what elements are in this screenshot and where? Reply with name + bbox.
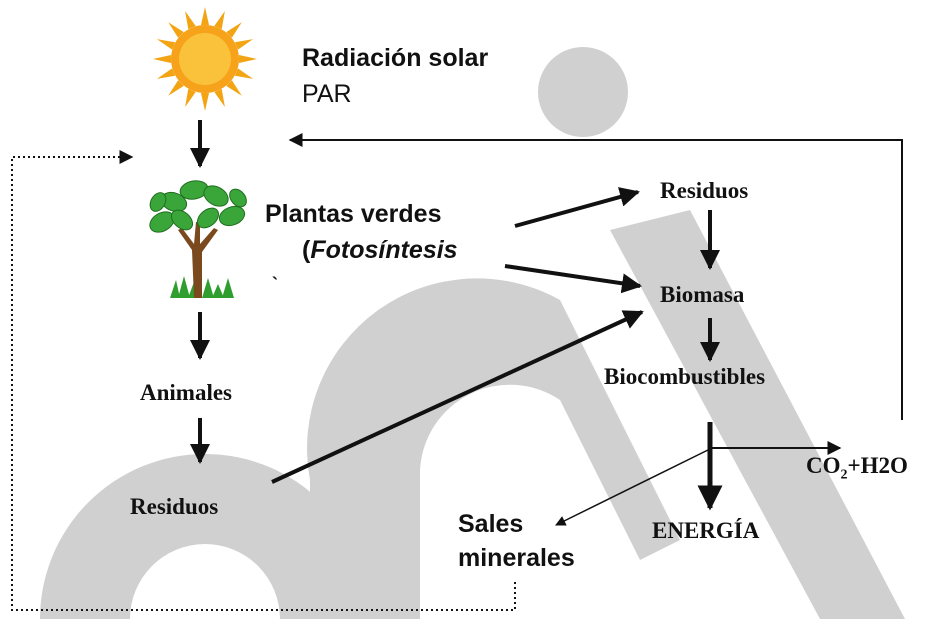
label-co2-h2o: CO2+H2O <box>806 453 908 484</box>
label-sales: Sales <box>458 510 524 538</box>
watermark-arch-center <box>307 278 680 619</box>
watermark-arch-left <box>40 454 370 619</box>
watermark-circle <box>538 47 628 137</box>
label-plantas-verdes: Plantas verdes <box>265 200 442 228</box>
arrow-plants-to-biomasa <box>504 264 642 294</box>
arrow-plants-to-residuos <box>514 187 640 228</box>
arrow-co2-return-loop <box>288 133 903 420</box>
label-residuos-left: Residuos <box>130 494 219 519</box>
sun-icon <box>153 7 257 111</box>
label-par: PAR <box>302 80 352 108</box>
label-co2-sub: 2 <box>840 467 848 483</box>
arrow-to-sales-minerales <box>555 447 713 526</box>
label-residuos-right: Residuos <box>660 178 749 203</box>
label-energia: ENERGÍA <box>652 518 760 543</box>
tree-icon <box>149 180 247 298</box>
label-fotosintesis-word: Fotosíntesis <box>310 236 458 264</box>
label-biocombustibles: Biocombustibles <box>604 364 766 389</box>
watermark-diagonal-band <box>610 210 905 619</box>
arrow-residuos-to-biomasa-diagonal <box>271 310 644 484</box>
label-paren: ( <box>302 236 311 264</box>
label-minerales: minerales <box>458 544 575 572</box>
label-co2-prefix: CO <box>806 453 841 478</box>
arrow-minerals-return-dotted <box>11 150 516 611</box>
label-fotosintesis: (Fotosíntesis <box>302 236 458 265</box>
label-tick-mark: ` <box>272 274 278 294</box>
label-radiacion-solar: Radiación solar <box>302 44 489 72</box>
label-animales: Animales <box>140 380 232 405</box>
label-biomasa: Biomasa <box>660 282 745 307</box>
label-co2-suffix: +H2O <box>847 453 908 478</box>
